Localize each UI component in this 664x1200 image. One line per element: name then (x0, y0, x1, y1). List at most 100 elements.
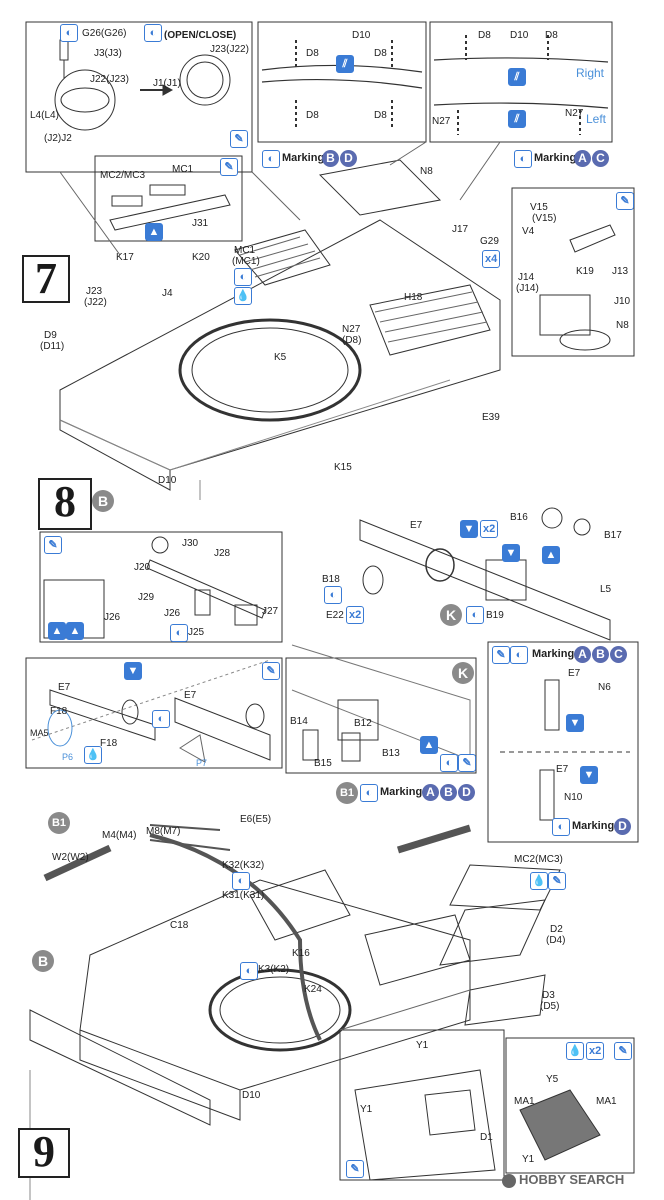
glue-icon: ◐ (514, 150, 532, 168)
part-d8-bd-4: D8 (374, 110, 387, 121)
part-l4: L4(L4) (30, 110, 59, 121)
hobby-search-watermark: HOBBY SEARCH (502, 1172, 624, 1188)
hatch-detail-frame (25, 21, 253, 173)
part-c18: C18 (170, 920, 189, 931)
marking-side-frame (487, 641, 639, 843)
part-mc2-mc3-step9: MC2(MC3) (514, 854, 563, 865)
fold-icon: ▲ (66, 622, 84, 640)
glue-icon: ◐ (262, 150, 280, 168)
part-h18: H18 (404, 292, 423, 303)
part-k17: K17 (116, 252, 134, 263)
part-j25: J25 (188, 627, 205, 638)
part-j28: J28 (214, 548, 231, 559)
marking-label-d: Marking (572, 820, 615, 832)
part-e39: E39 (482, 412, 500, 423)
turret-ring (178, 318, 362, 422)
marking-badge-b: B (440, 784, 457, 801)
part-b16: B16 (510, 512, 528, 523)
variant-badge-b-step9: B (32, 950, 54, 972)
part-d1: D1 (480, 1132, 493, 1143)
glue-icon: ◐ (466, 606, 484, 624)
turret-ring-step9 (208, 968, 352, 1052)
k-detail-frame (285, 657, 477, 774)
glue-icon: ◐ (240, 962, 258, 980)
part-j20: J20 (134, 562, 151, 573)
part-j3: J3(J3) (94, 48, 122, 59)
part-l5: L5 (600, 584, 612, 595)
marking-label-bd: Marking (282, 152, 325, 164)
part-d8-ac-1: D8 (478, 30, 491, 41)
part-f18-1: F18 (50, 706, 68, 717)
part-mc2-mc3: MC2/MC3 (100, 170, 146, 181)
part-d3: D3 (542, 990, 555, 1001)
part-j22: J22(J23) (90, 74, 129, 85)
cement-icon: ▼ (502, 544, 520, 562)
ma1-detail-frame (505, 1037, 635, 1174)
part-j30: J30 (182, 538, 199, 549)
part-j10: J10 (614, 296, 631, 307)
part-j14-alt: (J14) (516, 283, 539, 294)
part-n10: N10 (564, 792, 583, 803)
part-b13: B13 (382, 748, 400, 759)
glue-icon: ◐ (324, 586, 342, 604)
part-y1-top: Y1 (416, 1040, 429, 1051)
part-y5: Y5 (546, 1074, 559, 1085)
part-n27-ac-1: N27 (432, 116, 451, 127)
label-left: Left (586, 112, 607, 126)
paint-brush-icon: ✎ (44, 536, 62, 554)
water-drop-icon: 💧 (566, 1042, 584, 1060)
part-d10-hull: D10 (158, 475, 177, 486)
qty-badge-x2-ma1: x2 (586, 1042, 605, 1060)
part-e6: E6(E5) (240, 814, 272, 825)
part-b12: B12 (354, 718, 372, 729)
label-open-close: (OPEN/CLOSE) (164, 30, 237, 41)
part-j29: J29 (138, 592, 155, 603)
marking-label-abd: Marking (380, 786, 423, 798)
part-n6: N6 (598, 682, 611, 693)
part-j22-hull: (J22) (84, 297, 107, 308)
paint-brush-icon: ✎ (458, 754, 476, 772)
part-d9: D9 (44, 330, 57, 341)
part-y1-detail: Y1 (522, 1154, 535, 1165)
paint-brush-icon: ✎ (220, 158, 238, 176)
part-d4: (D4) (546, 935, 566, 946)
marking-badge-d: D (340, 150, 357, 167)
part-ma5: MA5 (30, 728, 49, 738)
part-g29: G29 (480, 236, 499, 247)
part-d5: (D5) (540, 1001, 560, 1012)
paint-brush-icon: ✎ (346, 1160, 364, 1178)
step-number-9: 9 (18, 1128, 70, 1178)
part-e22: E22 (326, 610, 344, 621)
part-n27: N27 (342, 324, 361, 335)
hatch-part-right (179, 54, 231, 106)
f18-detail-frame (25, 657, 283, 769)
water-drop-icon: 💧 (530, 872, 548, 890)
marking-badge-c: C (592, 150, 609, 167)
part-d10-ac: D10 (510, 30, 529, 41)
part-n27-ac-2: N27 (565, 108, 584, 119)
fold-icon: ▲ (542, 546, 560, 564)
part-d2: D2 (550, 924, 563, 935)
mc-detail-frame (94, 155, 243, 242)
paint-brush-icon: ✎ (262, 662, 280, 680)
part-d8-bd-1: D8 (306, 48, 319, 59)
engine-grill (369, 284, 491, 356)
marking-badge-a: A (574, 646, 591, 663)
part-k5: K5 (274, 352, 287, 363)
part-m8: M8(M7) (146, 826, 181, 837)
part-k19: K19 (576, 266, 594, 277)
part-b18: B18 (322, 574, 340, 585)
part-f18-2: F18 (100, 738, 118, 749)
qty-badge-x2-e22: x2 (346, 606, 365, 624)
y1-detail-frame (339, 1029, 505, 1181)
part-e7-marking-1: E7 (568, 668, 581, 679)
part-d10-step9: D10 (242, 1090, 261, 1101)
part-d10-bd: D10 (352, 30, 371, 41)
part-j27: J27 (262, 606, 279, 617)
paint-brush-icon: ✎ (614, 1042, 632, 1060)
decal-icon: ⫽ (336, 55, 354, 73)
paint-brush-icon: ✎ (616, 192, 634, 210)
cement-icon: ▼ (566, 714, 584, 732)
mg-barrel (146, 559, 266, 619)
